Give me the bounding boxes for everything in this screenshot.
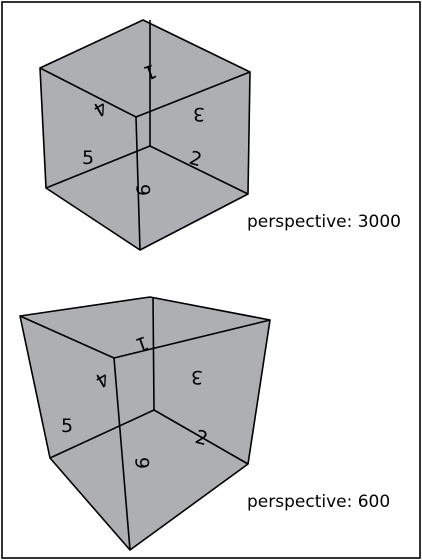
face-number-3: 3 xyxy=(191,366,203,388)
cube-edge xyxy=(135,116,141,251)
cube-edge xyxy=(135,71,251,118)
cube-edge xyxy=(153,409,249,465)
cube-edge xyxy=(113,319,271,359)
cube-edge xyxy=(49,409,155,459)
cube-edge xyxy=(149,145,249,195)
cube-edge xyxy=(152,296,155,411)
face-number-2: 2 xyxy=(193,426,210,450)
face-number-2: 2 xyxy=(187,147,204,171)
face-number-5: 5 xyxy=(82,147,94,169)
cube-edge xyxy=(113,357,131,551)
cube-edge xyxy=(45,145,151,189)
cube-edge xyxy=(19,315,115,359)
face-number-6: 6 xyxy=(133,184,155,196)
face-number-3: 3 xyxy=(193,103,205,125)
face-number-5: 5 xyxy=(61,415,73,437)
cube-edge xyxy=(39,67,137,118)
caption-perspective-600: perspective: 600 xyxy=(247,492,390,512)
cube-perspective-3000: 1 4 3 5 2 6 perspective: 3000 xyxy=(39,19,401,251)
cube-silhouette xyxy=(39,19,251,251)
cube-perspective-600: 1 4 3 5 2 6 perspective: 600 xyxy=(19,296,390,551)
caption-perspective-3000: perspective: 3000 xyxy=(247,212,401,232)
face-number-6: 6 xyxy=(132,457,154,469)
